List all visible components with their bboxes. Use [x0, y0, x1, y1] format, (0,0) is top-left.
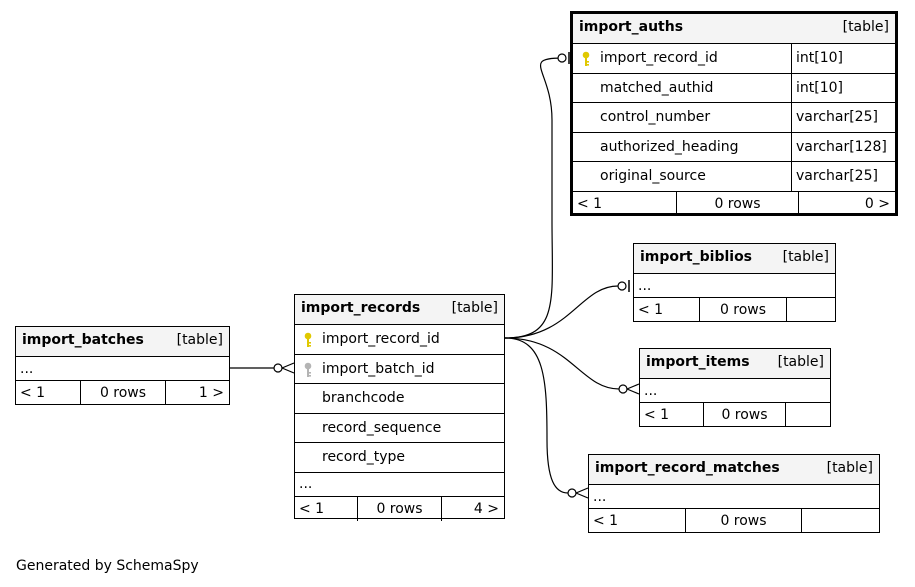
- table-footer: < 1 0 rows 1 >: [16, 381, 229, 405]
- column-row[interactable]: import_record_id: [295, 325, 504, 355]
- column-row[interactable]: matched_authid int[10]: [573, 73, 895, 103]
- table-header: import_auths [table]: [573, 14, 895, 44]
- children-count[interactable]: 4 >: [473, 500, 499, 517]
- column-name-text: import_batch_id: [322, 360, 435, 377]
- link-records-matches-zero: [567, 488, 577, 498]
- parents-count[interactable]: < 1: [593, 513, 619, 529]
- row-count: 0 rows: [357, 496, 442, 521]
- column-type: varchar[25]: [791, 103, 895, 132]
- row-count: 0 rows: [80, 381, 166, 405]
- column-name: branchcode: [322, 390, 405, 407]
- column-name: control_number: [600, 109, 711, 126]
- table-footer: < 1 0 rows: [640, 403, 830, 427]
- column-name: authorized_heading: [600, 138, 739, 155]
- children-count[interactable]: 0 >: [864, 195, 890, 212]
- column-row[interactable]: control_number varchar[25]: [573, 103, 895, 133]
- table-kind: [table]: [826, 460, 873, 476]
- column-name: import_record_id: [295, 325, 504, 354]
- link-records-biblios: [504, 285, 619, 339]
- column-row[interactable]: import_batch_id: [295, 355, 504, 384]
- table-header: import_records [table]: [295, 295, 504, 325]
- row-count: 0 rows: [699, 298, 787, 322]
- column-name: original_source: [600, 168, 706, 185]
- row-count: 0 rows: [703, 403, 786, 427]
- column-row[interactable]: record_sequence: [295, 414, 504, 443]
- primary-key-icon: [304, 332, 312, 347]
- collapsed-columns[interactable]: ...: [640, 379, 830, 403]
- foreign-key-icon: [304, 362, 312, 377]
- table-footer: < 1 0 rows: [589, 509, 879, 533]
- row-count: 0 rows: [676, 191, 799, 216]
- children-count[interactable]: [802, 509, 879, 533]
- table-name: import_biblios: [640, 249, 753, 265]
- column-type: int[10]: [791, 44, 895, 73]
- link-batches-records-zero: [273, 363, 283, 373]
- table-footer: < 1 0 rows 0 >: [573, 191, 895, 216]
- parents-count[interactable]: < 1: [644, 407, 670, 423]
- column-name: record_sequence: [322, 419, 442, 436]
- table-import-auths[interactable]: import_auths [table] import_record_id in…: [570, 11, 898, 216]
- collapsed-columns[interactable]: ...: [16, 357, 229, 381]
- table-kind: [table]: [176, 332, 223, 348]
- column-name-text: import_record_id: [600, 50, 718, 67]
- parents-count[interactable]: < 1: [299, 500, 325, 517]
- column-row[interactable]: branchcode: [295, 384, 504, 414]
- children-count[interactable]: 1 >: [198, 385, 224, 401]
- column-row[interactable]: import_record_id int[10]: [573, 44, 895, 74]
- table-import-biblios[interactable]: import_biblios [table] ... < 1 0 rows: [633, 243, 836, 322]
- table-kind: [table]: [782, 249, 829, 265]
- link-records-matches-crow: [575, 487, 589, 499]
- column-name: import_batch_id: [295, 355, 504, 384]
- table-import-records[interactable]: import_records [table] import_record_id …: [294, 294, 505, 521]
- collapsed-columns[interactable]: ...: [295, 473, 504, 497]
- table-import-batches[interactable]: import_batches [table] ... < 1 0 rows 1 …: [15, 326, 230, 405]
- link-records-auths: [504, 57, 564, 339]
- link-records-auths-zero: [557, 53, 567, 63]
- table-import-items[interactable]: import_items [table] ... < 1 0 rows: [639, 348, 831, 427]
- parents-count[interactable]: < 1: [577, 195, 603, 212]
- table-import-record-matches[interactable]: import_record_matches [table] ... < 1 0 …: [588, 454, 880, 533]
- table-kind: [table]: [842, 19, 889, 35]
- table-name: import_record_matches: [595, 460, 780, 476]
- column-type: int[10]: [791, 73, 895, 102]
- column-name-text: import_record_id: [322, 331, 440, 348]
- table-footer: < 1 0 rows: [634, 298, 835, 322]
- link-records-items: [504, 337, 620, 390]
- table-name: import_items: [646, 354, 750, 370]
- link-batches-records-crow: [281, 362, 295, 374]
- parents-count[interactable]: < 1: [638, 302, 664, 318]
- column-type: varchar[128]: [791, 132, 895, 161]
- column-row[interactable]: original_source varchar[25]: [573, 162, 895, 192]
- link-records-matches: [504, 337, 569, 494]
- link-records-biblios-zero: [617, 281, 627, 291]
- column-type: varchar[25]: [791, 162, 895, 191]
- parents-count[interactable]: < 1: [20, 385, 46, 401]
- table-name: import_auths: [579, 19, 684, 35]
- generator-credit: Generated by SchemaSpy: [16, 558, 199, 574]
- row-count: 0 rows: [685, 509, 802, 533]
- table-header: import_record_matches [table]: [589, 455, 879, 485]
- column-row[interactable]: record_type: [295, 443, 504, 473]
- primary-key-icon: [582, 51, 590, 66]
- children-count[interactable]: [786, 403, 830, 427]
- table-header: import_batches [table]: [16, 327, 229, 357]
- collapsed-columns[interactable]: ...: [589, 485, 879, 509]
- column-name: matched_authid: [600, 79, 714, 96]
- table-footer: < 1 0 rows 4 >: [295, 496, 504, 521]
- table-header: import_items [table]: [640, 349, 830, 379]
- link-records-items-crow: [626, 383, 640, 395]
- column-name: import_record_id: [573, 44, 791, 73]
- link-records-items-zero: [618, 384, 628, 394]
- table-name: import_batches: [22, 332, 144, 348]
- column-row[interactable]: authorized_heading varchar[128]: [573, 132, 895, 162]
- table-name: import_records: [301, 300, 421, 316]
- table-kind: [table]: [777, 354, 824, 370]
- collapsed-columns[interactable]: ...: [634, 274, 835, 298]
- column-name: record_type: [322, 449, 405, 466]
- table-header: import_biblios [table]: [634, 244, 835, 274]
- children-count[interactable]: [787, 298, 835, 322]
- table-kind: [table]: [451, 300, 498, 316]
